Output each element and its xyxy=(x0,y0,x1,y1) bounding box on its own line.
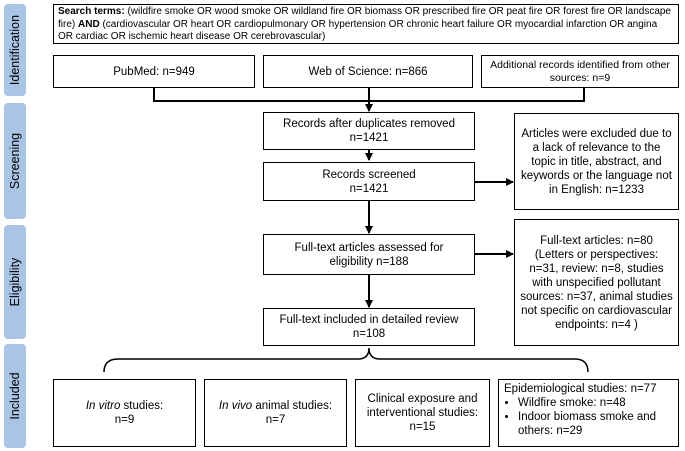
duplicates-removed-text: Records after duplicates removed xyxy=(283,118,455,130)
eligibility-excluded-text: Full-text articles: n=80 (Letters or per… xyxy=(520,234,673,331)
screening-excluded-box: Articles were excluded due to a lack of … xyxy=(514,113,679,210)
additional-records-box: Additional records identified from other… xyxy=(481,55,679,88)
stage-eligibility: Eligibility xyxy=(4,225,26,339)
in-vitro-rest: studies: xyxy=(120,400,164,412)
clinical-box: Clinical exposure and interventional stu… xyxy=(355,379,490,447)
full-text-assessed-box: Full-text articles assessed for eligibil… xyxy=(263,234,475,275)
in-vivo-box: In vivo animal studies: n=7 xyxy=(204,379,347,447)
search-terms-and: AND xyxy=(78,18,100,30)
in-vitro-count: n=9 xyxy=(114,414,135,426)
pubmed-box: PubMed: n=949 xyxy=(53,55,255,88)
search-terms-label: Search terms: xyxy=(58,6,125,17)
in-vitro-italic: In vitro xyxy=(85,400,121,412)
detailed-review-box: Full-text included in detailed review n=… xyxy=(263,308,475,346)
stage-screening: Screening xyxy=(4,103,26,219)
epidemiological-title: Epidemiological studies: n=77 xyxy=(504,383,657,395)
duplicates-removed-count: n=1421 xyxy=(349,132,389,144)
search-terms-part2: (cardiovascular OR heart OR cardiopulmon… xyxy=(58,18,658,43)
additional-records-text: Additional records identified from other… xyxy=(490,58,670,84)
stage-identification: Identification xyxy=(4,4,26,96)
epidemiological-box: Epidemiological studies: n=77 Wildfire s… xyxy=(498,379,679,447)
epidemiological-item-indoor: Indoor biomass smoke and others: n=29 xyxy=(518,410,673,438)
detailed-review-text: Full-text included in detailed review n=… xyxy=(279,314,459,340)
in-vivo-count: n=7 xyxy=(265,414,286,426)
stage-included: Included xyxy=(4,344,26,448)
web-of-science-text: Web of Science: n=866 xyxy=(308,65,428,78)
search-terms-box: Search terms: (wildfire smoke OR wood sm… xyxy=(53,4,679,44)
web-of-science-box: Web of Science: n=866 xyxy=(263,55,473,88)
pubmed-text: PubMed: n=949 xyxy=(113,65,195,78)
in-vitro-label: In vitro studies: xyxy=(86,399,163,413)
epidemiological-item-wildfire: Wildfire smoke: n=48 xyxy=(518,396,673,410)
records-screened-text: Records screened xyxy=(322,168,416,181)
records-screened-count: n=1421 xyxy=(349,182,389,195)
full-text-assessed-text: Full-text articles assessed for eligibil… xyxy=(294,241,444,268)
in-vivo-italic: In vivo xyxy=(218,400,253,412)
in-vivo-label: In vivo animal studies: xyxy=(219,399,332,413)
search-terms-part1: (wildfire smoke OR wood smoke OR wildlan… xyxy=(58,6,671,30)
epidemiological-list: Wildfire smoke: n=48 Indoor biomass smok… xyxy=(504,396,673,438)
in-vivo-rest: animal studies: xyxy=(252,400,333,412)
clinical-text: Clinical exposure and interventional stu… xyxy=(366,393,479,433)
records-screened-box: Records screened n=1421 xyxy=(263,162,475,201)
eligibility-excluded-box: Full-text articles: n=80 (Letters or per… xyxy=(514,219,679,346)
duplicates-removed-box: Records after duplicates removed n=1421 xyxy=(263,112,475,150)
in-vitro-box: In vitro studies: n=9 xyxy=(53,379,196,447)
screening-excluded-text: Articles were excluded due to a lack of … xyxy=(521,127,672,196)
